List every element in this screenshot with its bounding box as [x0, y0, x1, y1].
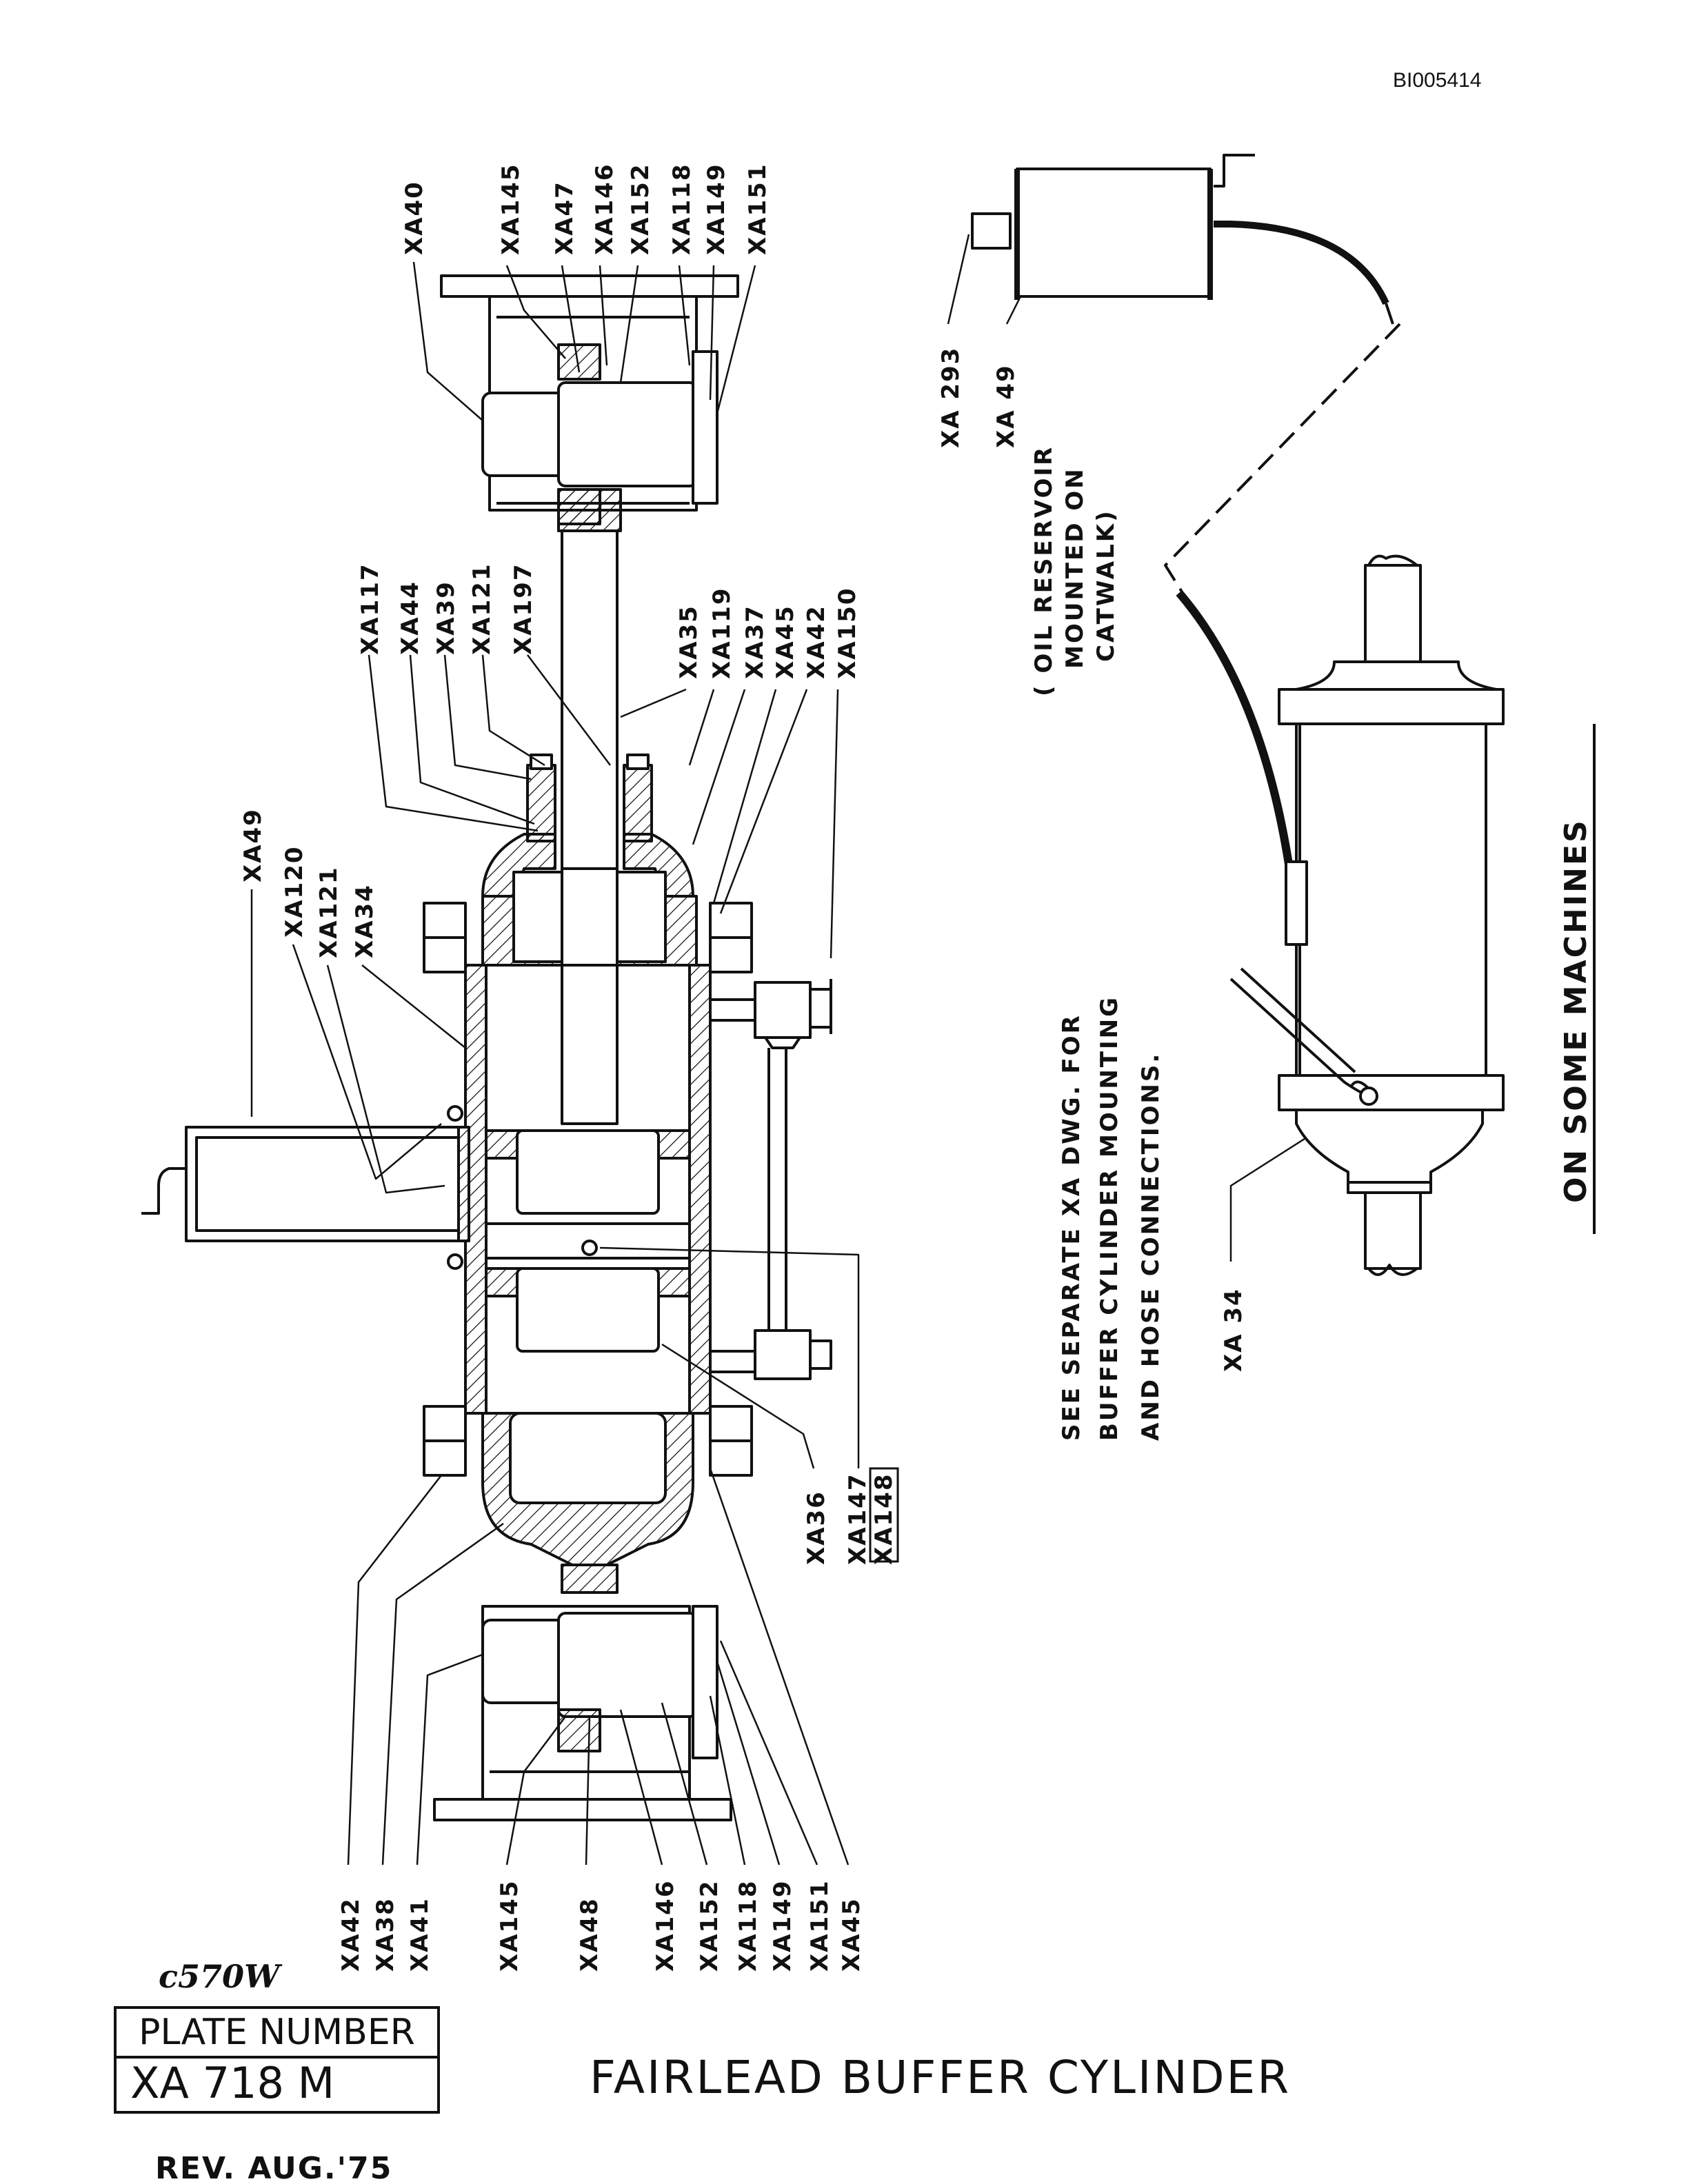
callout-label: XA49	[239, 808, 267, 882]
callout-label: XA197	[510, 563, 537, 656]
callout-label: XA151	[744, 163, 772, 256]
callout-label: XA149	[769, 1880, 796, 1972]
upper-flange	[423, 902, 753, 973]
callout-bracket	[869, 1467, 899, 1563]
oil-reservoir	[971, 154, 1394, 325]
callout-label: XA118	[734, 1880, 762, 1972]
callout-label: XA152	[627, 163, 654, 256]
bottom-end-fitting	[433, 1605, 732, 1821]
callout-label: XA40	[401, 181, 428, 255]
some-machines-cylinder	[1176, 554, 1505, 1276]
some-machines-label: ON SOME MACHINES	[1558, 818, 1594, 1203]
callout-label: XA152	[696, 1880, 723, 1972]
plate-label: PLATE NUMBER	[117, 2009, 437, 2059]
callout-label: XA45	[838, 1897, 865, 1972]
callout-label: XA42	[803, 605, 830, 679]
rod-gland	[481, 754, 698, 967]
callout-label: XA 49	[992, 364, 1020, 448]
see-note-line: AND HOSE CONNECTIONS.	[1137, 1052, 1165, 1441]
callout-label: XA148	[870, 1473, 898, 1566]
callout-label: XA118	[668, 163, 696, 256]
lower-flange	[423, 1405, 753, 1477]
callout-label: XA36	[803, 1490, 830, 1565]
callout-label: XA39	[432, 580, 460, 655]
callout-label: XA 34	[1220, 1288, 1247, 1372]
lower-head	[481, 1412, 694, 1594]
callout-label: XA151	[806, 1880, 834, 1972]
revision-date: REV. AUG.'75	[155, 2151, 393, 2184]
top-pin	[557, 381, 698, 487]
oil-reservoir-note-line: MOUNTED ON	[1061, 467, 1089, 669]
callout-label: XA150	[834, 587, 861, 680]
callout-label: XA146	[591, 163, 619, 256]
callout-label: XA147	[844, 1473, 872, 1566]
bypass-pipe	[710, 979, 832, 1380]
document-id: BI005414	[1393, 69, 1482, 92]
oil-reservoir-note-line: CATWALK)	[1092, 509, 1120, 662]
see-note-line: SEE SEPARATE XA DWG. FOR	[1058, 1013, 1085, 1441]
callout-label: XA34	[351, 884, 379, 958]
callout-label: XA37	[741, 605, 769, 679]
callout-label: XA38	[372, 1897, 399, 1972]
hose-dashed-line	[1164, 323, 1401, 594]
oil-reservoir-note-line: ( OIL RESERVOIR	[1030, 445, 1058, 696]
callout-label: XA35	[675, 605, 703, 679]
callout-label: XA42	[337, 1897, 365, 1972]
callout-label: XA48	[576, 1897, 603, 1972]
callout-label: XA120	[281, 846, 308, 938]
callout-label: XA146	[652, 1880, 679, 1972]
callout-label: XA45	[772, 605, 799, 679]
drawing-title: FAIRLEAD BUFFER CYLINDER	[590, 2051, 1292, 2104]
see-note-line: BUFFER CYLINDER MOUNTING	[1096, 995, 1123, 1441]
callout-label: XA119	[708, 587, 736, 680]
callout-label: XA145	[497, 163, 525, 256]
handwritten-note: c570W	[159, 1958, 280, 1995]
callout-label: XA41	[406, 1897, 434, 1972]
callout-label: XA121	[468, 563, 496, 656]
callout-label: XA117	[356, 563, 384, 656]
piston	[485, 1129, 691, 1353]
leader-lines	[250, 234, 1307, 1866]
callout-label: XA121	[315, 867, 343, 959]
top-end-fitting	[440, 274, 739, 532]
callout-label: XA145	[496, 1880, 523, 1972]
top-pin-head	[481, 392, 567, 477]
callout-label: XA44	[396, 580, 424, 655]
side-reservoir	[141, 1105, 470, 1270]
callout-label: XA 293	[937, 347, 965, 448]
callout-label: XA47	[551, 181, 579, 255]
callout-label: XA149	[703, 163, 730, 256]
plate-number-box: PLATE NUMBER XA 718 M	[114, 2006, 440, 2114]
plate-number: XA 718 M	[130, 2058, 335, 2108]
piston-rod	[561, 529, 619, 1125]
